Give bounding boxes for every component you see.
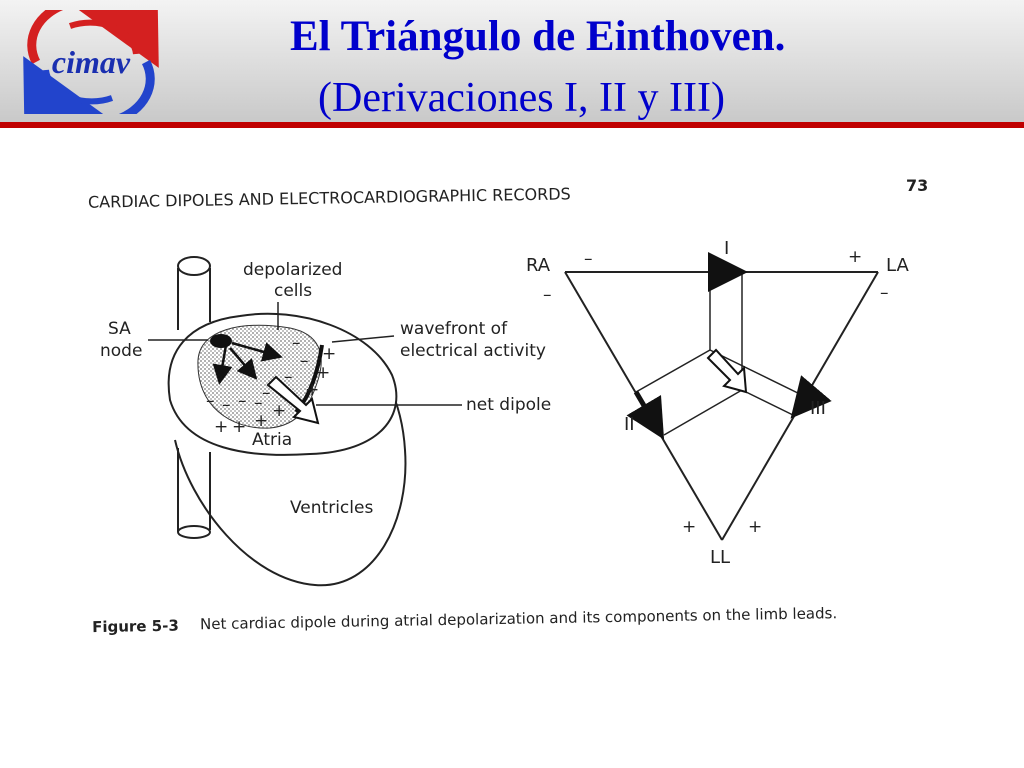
label-lead-1: I xyxy=(724,238,729,259)
svg-text:+: + xyxy=(316,363,330,383)
label-wavefront: wavefront of xyxy=(400,319,508,339)
label-electrical-activity: electrical activity xyxy=(400,341,546,361)
ra-minus-top: – xyxy=(584,249,593,269)
net-dipole-arrow xyxy=(266,375,320,425)
page-number: 73 xyxy=(906,176,928,195)
ll-plus-left: + xyxy=(682,517,696,537)
label-cells: cells xyxy=(274,281,312,301)
great-vessel xyxy=(177,268,211,330)
svg-text:–: – xyxy=(206,391,215,411)
label-lead-3: III xyxy=(810,398,826,419)
cimav-logo: cimav xyxy=(23,10,159,114)
heart-diagram: – – – – – – – – + + + + + + + depolarize… xyxy=(100,256,551,587)
svg-text:+: + xyxy=(322,344,336,364)
svg-text:+: + xyxy=(214,417,228,437)
label-lead-2: II xyxy=(624,414,635,435)
svg-text:+: + xyxy=(254,411,268,431)
sa-node xyxy=(210,334,232,348)
lead-3-component xyxy=(790,375,832,419)
la-plus: + xyxy=(848,247,862,267)
svg-text:–: – xyxy=(300,351,309,371)
svg-text:–: – xyxy=(284,367,293,387)
figure-header: CARDIAC DIPOLES AND ELECTROCARDIOGRAPHIC… xyxy=(88,184,571,211)
label-sa: SA xyxy=(108,319,131,339)
label-net-dipole: net dipole xyxy=(466,395,551,415)
label-node: node xyxy=(100,341,142,361)
caption-label: Figure 5-3 xyxy=(92,617,179,637)
label-ventricles: Ventricles xyxy=(290,498,373,518)
label-la: LA xyxy=(886,255,909,276)
svg-text:–: – xyxy=(262,383,271,403)
svg-text:+: + xyxy=(305,380,319,400)
svg-text:–: – xyxy=(254,393,263,413)
triangle-net-dipole xyxy=(706,348,748,394)
svg-text:+: + xyxy=(232,417,246,437)
slide-subtitle: (Derivaciones I, II y III) xyxy=(318,75,725,121)
svg-text:+: + xyxy=(272,401,286,421)
logo-text: cimav xyxy=(52,44,131,80)
label-ra: RA xyxy=(526,255,551,276)
svg-text:–: – xyxy=(238,391,247,411)
header-rule xyxy=(0,122,1024,128)
slide-header xyxy=(0,0,1024,122)
ll-plus-right: + xyxy=(748,517,762,537)
caption-text: Net cardiac dipole during atrial depolar… xyxy=(200,604,837,633)
label-depolarized: depolarized xyxy=(243,260,342,280)
la-minus: – xyxy=(880,283,889,303)
ra-minus: – xyxy=(543,285,552,305)
lead-2-component xyxy=(626,390,665,440)
slide-title: El Triángulo de Einthoven. xyxy=(290,13,786,60)
svg-text:–: – xyxy=(292,333,301,353)
einthoven-triangle: – – + – + + RA LA LL I II III xyxy=(526,238,909,568)
label-atria: Atria xyxy=(252,430,292,450)
label-ll: LL xyxy=(710,547,730,568)
svg-text:–: – xyxy=(222,395,231,415)
einthoven-figure: CARDIAC DIPOLES AND ELECTROCARDIOGRAPHIC… xyxy=(88,176,928,637)
